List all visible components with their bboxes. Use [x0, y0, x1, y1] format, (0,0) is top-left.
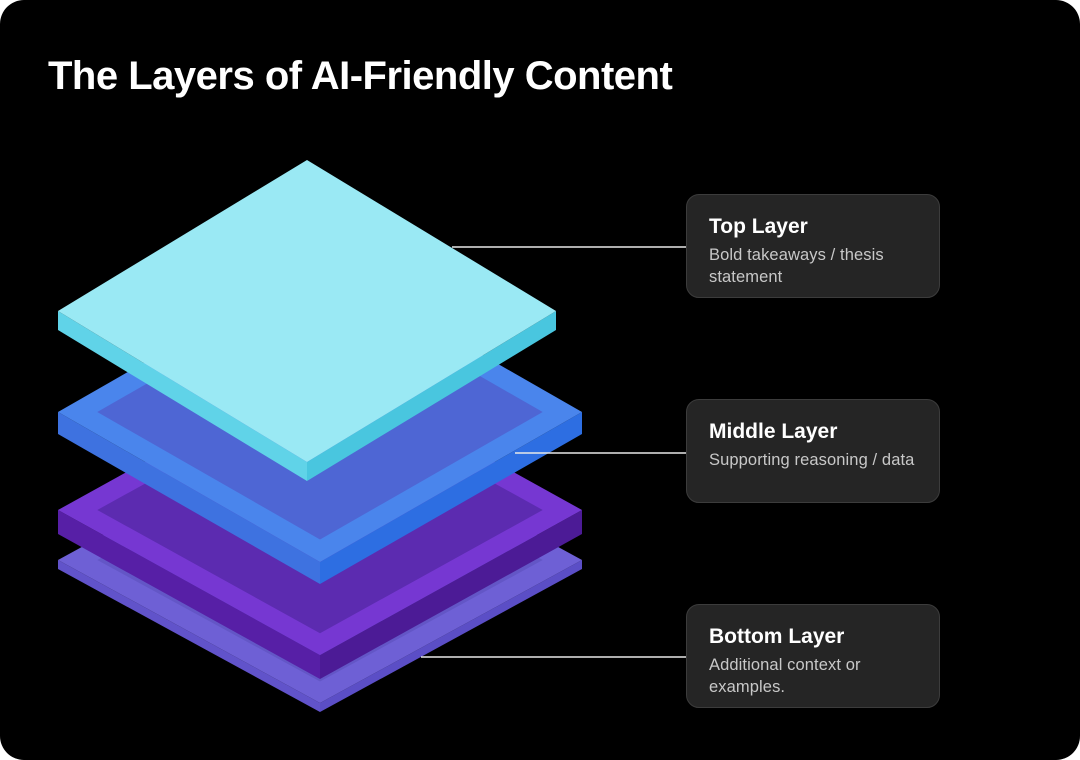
middle-layer-blue-right-face: [320, 412, 582, 584]
top-layer-cyan-right-face: [307, 311, 556, 481]
middle-layer-blue-left-face: [58, 412, 320, 584]
top-layer-cyan-top-face: [58, 160, 556, 462]
callout-description: Bold takeaways / thesis statement: [709, 246, 884, 286]
callout-card-middle-layer: Middle Layer Supporting reasoning / data: [686, 399, 940, 503]
callout-title: Bottom Layer: [709, 625, 845, 648]
page-title: The Layers of AI-Friendly Content: [48, 54, 673, 98]
callout-card-top-layer: Top Layer Bold takeaways / thesis statem…: [686, 194, 940, 298]
bottom-layer-purple-right-face: [320, 510, 582, 679]
top-layer-cyan-left-face: [58, 311, 307, 481]
base-layer-violet-left-face: [58, 560, 320, 712]
callout-title: Middle Layer: [709, 420, 838, 443]
callout-title: Top Layer: [709, 215, 808, 238]
callout-description: Supporting reasoning / data: [709, 451, 915, 470]
bottom-layer-purple-left-face: [58, 510, 320, 679]
callout-card-bottom-layer: Bottom Layer Additional context or examp…: [686, 604, 940, 708]
base-layer-violet-right-face: [320, 560, 582, 712]
callout-description: Additional context or examples.: [709, 656, 861, 696]
